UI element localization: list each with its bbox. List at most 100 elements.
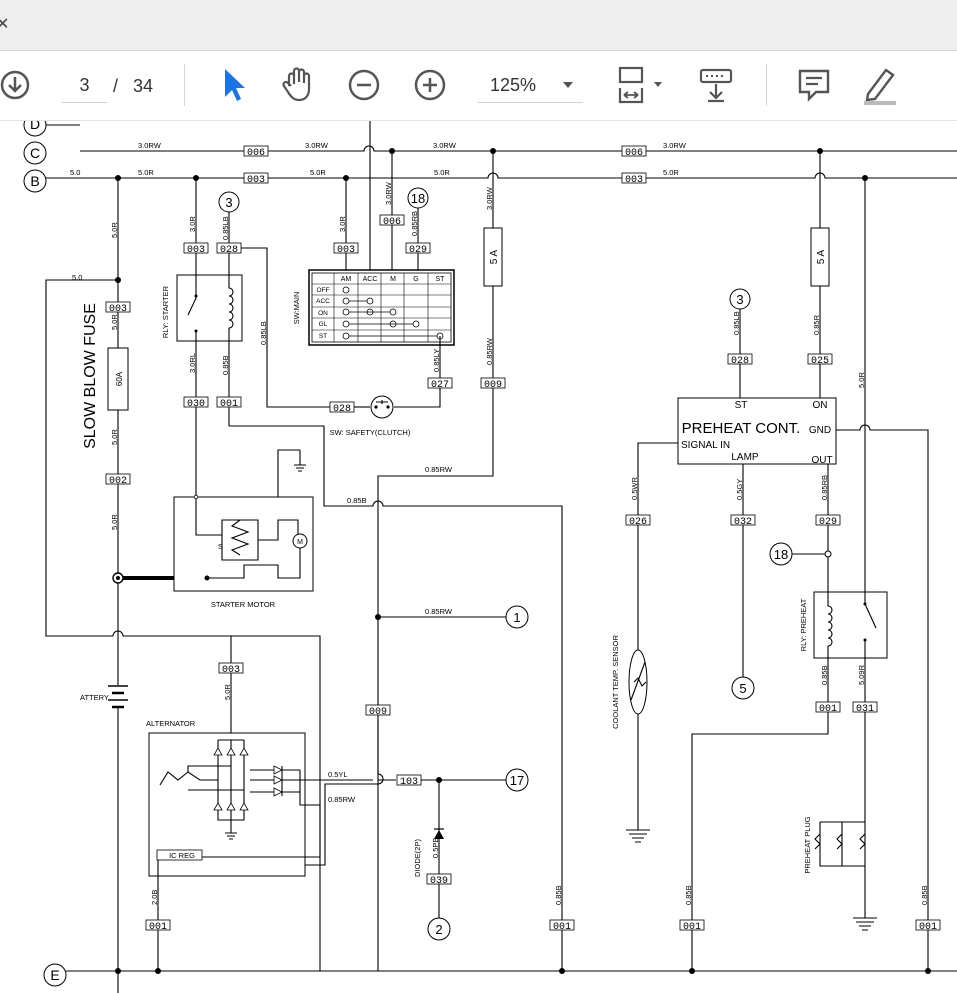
select-arrow-icon[interactable] (220, 66, 248, 104)
main-switch: 3.0R 003 3.0RW 006 18 0.85RB 029 AM ACC (292, 151, 455, 408)
connector-label: 003 (247, 175, 265, 186)
switch-row-gl: GL (319, 321, 328, 328)
wire-label: 0.85RB (410, 211, 419, 236)
zoom-value: 125% (490, 75, 537, 95)
zoom-in-icon[interactable] (412, 68, 448, 102)
switch-col-am: AM (341, 276, 352, 283)
row-d-label: D (30, 121, 40, 132)
wire-label: 3.0RW (485, 186, 494, 210)
row-e-bus: E (43, 963, 957, 987)
connector-label: 028 (731, 356, 749, 367)
toolbar-divider (766, 64, 767, 106)
connector-label: 006 (247, 148, 265, 159)
switch-col-st: ST (436, 276, 446, 283)
wire-label: 0.85R (812, 314, 821, 335)
motor-m-label: M (297, 539, 303, 546)
switch-row-acc: ACC (316, 298, 330, 305)
sw-safety-label: SW: SAFETY(CLUTCH) (330, 428, 411, 437)
preheat-plug: PREHEAT PLUG (803, 816, 877, 931)
relay-s-label: S (218, 542, 223, 551)
tab-strip: ✕ (0, 0, 957, 51)
wire-label: 0.85B (221, 355, 230, 375)
connector-label: 003 (222, 665, 240, 676)
comment-icon[interactable] (796, 66, 832, 104)
row-b-label: B (30, 173, 39, 189)
wire-label: 5.0R (110, 314, 119, 330)
connector-label: 003 (625, 175, 643, 186)
pc-out-label: OUT (811, 455, 832, 466)
wire-label: 0.85RW (425, 465, 453, 474)
ref-circle-18: 18 (774, 547, 788, 562)
wire-label: 5.0R (857, 372, 866, 388)
fuse-60a-label: 60A (115, 371, 124, 386)
battery-label: ATTERY (80, 693, 109, 702)
connector-label: 001 (220, 399, 238, 410)
wire-label: 5.0R (110, 222, 119, 238)
wire-label: 0.85RW (425, 607, 453, 616)
connector-label: 028 (333, 404, 351, 415)
ref-circle-2: 2 (435, 922, 442, 937)
fuse-5a-right-label: 5 A (816, 249, 827, 264)
wire-label: 0.85B (684, 885, 693, 905)
starter-motor-label: STARTER MOTOR (211, 600, 276, 609)
page-fit-icon[interactable] (614, 64, 670, 106)
connector-label: 006 (383, 217, 401, 228)
alternator: 003 5.0R ALTERNATOR 0.5YL 0.85RW IC REG … (145, 636, 373, 971)
alternator-label: ALTERNATOR (146, 719, 196, 728)
wire-label: 5.0R (138, 168, 154, 177)
highlight-pen-icon[interactable] (860, 64, 900, 106)
connector-label: 003 (337, 245, 355, 256)
slow-blow-fuse-circuit: 5.0R 5.0 003 5.0R 60A SLOW BLOW FUSE 5.0… (45, 178, 321, 993)
coolant-sensor-label: COOLANT TEMP. SENSOR (611, 635, 620, 729)
preheat-plug-label: PREHEAT PLUG (803, 816, 812, 873)
connector-label: 027 (431, 380, 449, 391)
wire-label: 0.85LY (432, 349, 441, 372)
ref-circle-3: 3 (736, 292, 743, 307)
wire-label: 5.0R (434, 168, 450, 177)
wire-label: 5.0R (310, 168, 326, 177)
relay-starter-label: RLY: STARTER (161, 285, 170, 338)
ref-circle-3: 3 (225, 195, 232, 210)
wire-label: 3.0R (338, 216, 347, 232)
zoom-select[interactable]: 125% (478, 68, 583, 103)
hand-tool-icon[interactable] (280, 64, 318, 104)
wire-label: 0.85B (347, 496, 367, 505)
switch-col-m: M (390, 276, 396, 283)
safety-switch: 028 SW: SAFETY(CLUTCH) (329, 395, 411, 437)
wire-label: 0.85RW (328, 795, 356, 804)
wire-label: 5.0R (110, 429, 119, 445)
connector-label: 025 (811, 356, 829, 367)
connector-label: 029 (819, 517, 837, 528)
connector-label: 029 (409, 245, 427, 256)
starter-motor: M S STARTER MOTOR (173, 449, 314, 609)
row-e-label: E (50, 967, 59, 983)
page-number-input[interactable]: 3 (62, 68, 107, 103)
pdf-toolbar (0, 51, 957, 121)
scroll-mode-icon[interactable] (698, 66, 734, 104)
download-icon[interactable] (0, 68, 36, 102)
preheat-cont-label: PREHEAT CONT. (682, 420, 801, 437)
switch-row-off: OFF (317, 287, 330, 294)
close-tab-icon[interactable]: ✕ (0, 16, 10, 33)
wire-label: 0.85LB (259, 321, 268, 345)
connector-label: 031 (856, 704, 874, 715)
connector-label: 001 (683, 922, 701, 933)
wire-label: 0.85LB (221, 216, 230, 240)
wire-label: 0.5WR (630, 476, 639, 500)
fuse-5a-circuit-left: 3.0RW 5 A 0.85RW 009 0.85RW 0.85RW 1 009 (160, 151, 529, 971)
zoom-out-icon[interactable] (346, 68, 382, 102)
wire-label: 2.0B (150, 890, 159, 905)
preheat-relay: RLY: PREHEAT 0.85B 001 0.85B 001 5.09R 0… (679, 591, 888, 971)
charge-line: 103 17 DIODE(2P) 0.5PB 039 2 0.85B 001 (396, 768, 575, 941)
wire-label: 3.0RL (188, 353, 197, 373)
sw-main-label: SW:MAIN (292, 292, 301, 325)
connector-label: 003 (187, 245, 205, 256)
wire-label: 0.85RW (485, 337, 494, 365)
connector-label: 026 (629, 517, 647, 528)
connector-label: 001 (149, 922, 167, 933)
wire-label: 5.0R (223, 684, 232, 700)
wire-label: 0.85LB (732, 311, 741, 335)
connector-label: 009 (369, 707, 387, 718)
wire-label: 0.5GY (735, 479, 744, 500)
switch-row-st: ST (319, 333, 327, 340)
